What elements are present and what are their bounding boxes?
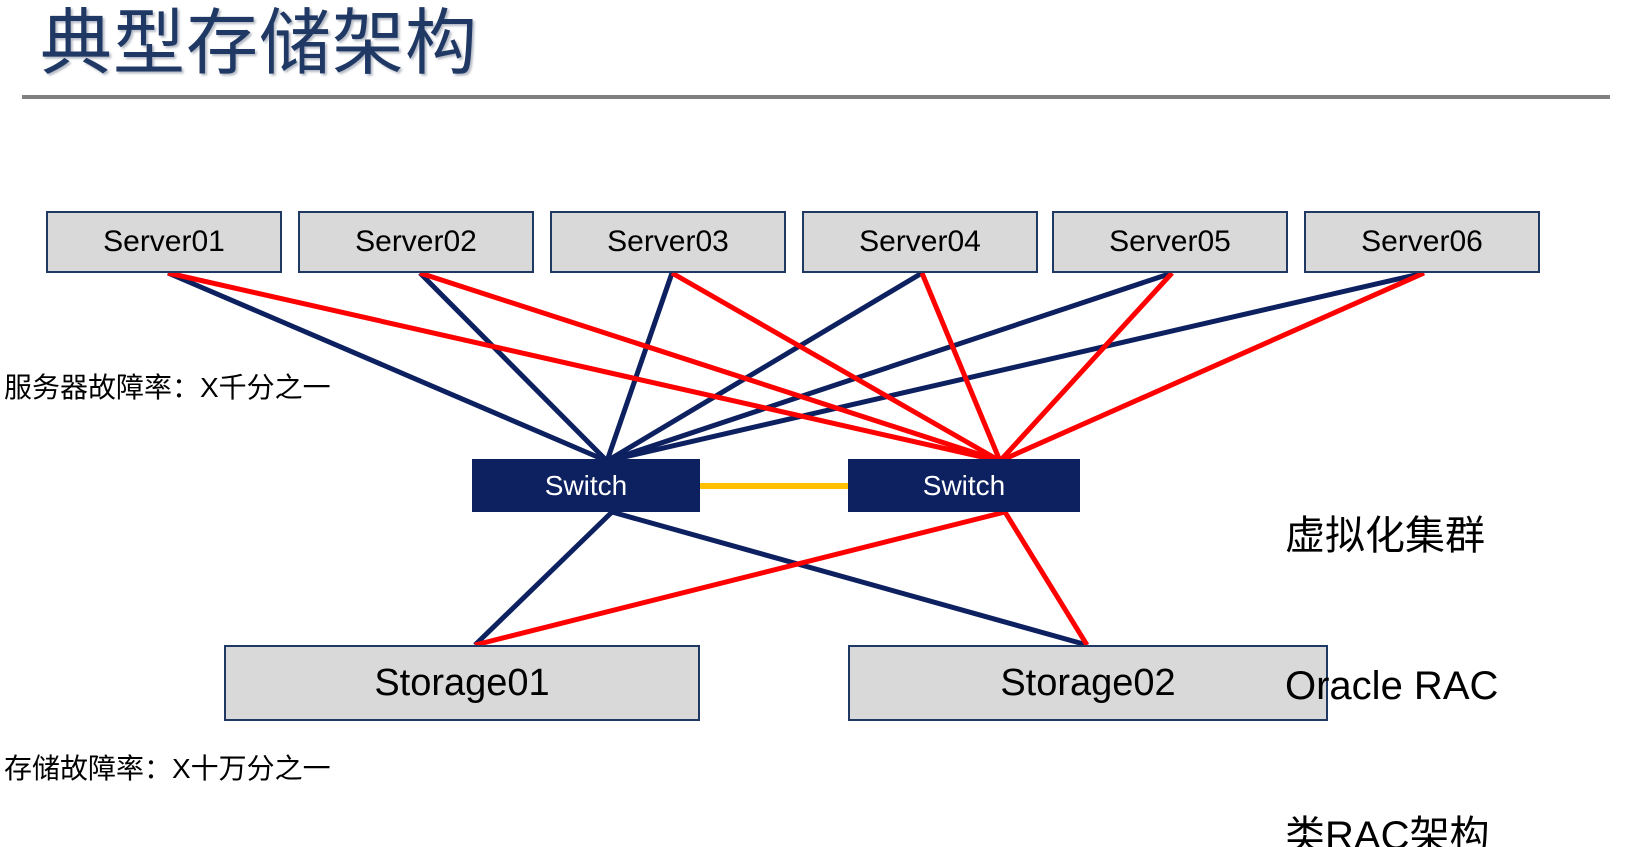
link-server-right-switch-2: [419, 270, 1001, 464]
link-left-switch-storage-2: [611, 509, 1088, 648]
link-server-left-switch-5: [606, 270, 1173, 464]
link-server-left-switch-4: [605, 270, 924, 464]
link-left-switch-storage-1: [473, 510, 614, 647]
switch-node-label: Switch: [544, 469, 628, 501]
switch-node-2[interactable]: Switch: [848, 459, 1080, 512]
link-server-right-switch-4: [919, 272, 1003, 462]
right-switch-to-storage-links: [474, 509, 1090, 648]
storage-node-1[interactable]: Storage01: [224, 645, 700, 721]
server-node-1[interactable]: Server01: [46, 211, 282, 273]
server-node-4[interactable]: Server04: [802, 211, 1038, 273]
storage-node-label: Storage01: [374, 661, 550, 704]
cluster-notes: 虚拟化集群 Oracle RAC 类RAC架构: [1285, 411, 1498, 847]
server-to-left-switch-links: [167, 270, 1425, 464]
title-divider: [22, 95, 1610, 99]
server-node-5[interactable]: Server05: [1052, 211, 1288, 273]
cluster-note-line: 虚拟化集群: [1285, 514, 1485, 558]
left-switch-to-storage-links: [473, 509, 1088, 648]
server-to-right-switch-links: [167, 270, 1426, 464]
switch-node-label: Switch: [922, 469, 1006, 501]
server-node-label: Server04: [859, 225, 981, 258]
storage-failure-rate-label: 存储故障率：X十万分之一: [4, 753, 331, 784]
link-right-switch-storage-2: [1002, 510, 1090, 647]
switch-node-1[interactable]: Switch: [472, 459, 700, 512]
link-server-left-switch-1: [167, 270, 608, 464]
link-server-right-switch-5: [998, 271, 1174, 463]
server-node-label: Server02: [355, 225, 477, 258]
server-node-6[interactable]: Server06: [1304, 211, 1540, 273]
link-server-left-switch-2: [418, 271, 609, 463]
storage-node-2[interactable]: Storage02: [848, 645, 1328, 721]
link-server-left-switch-3: [604, 272, 675, 462]
cluster-note-line: Oracle RAC: [1285, 664, 1499, 708]
server-node-label: Server01: [103, 225, 225, 258]
link-right-switch-storage-1: [474, 509, 1006, 648]
server-node-label: Server06: [1361, 225, 1483, 258]
server-node-3[interactable]: Server03: [550, 211, 786, 273]
server-failure-rate-label: 服务器故障率：X千分之一: [4, 372, 331, 403]
storage-node-label: Storage02: [1000, 661, 1176, 704]
server-node-label: Server05: [1109, 225, 1231, 258]
server-node-2[interactable]: Server02: [298, 211, 534, 273]
server-node-label: Server03: [607, 225, 729, 258]
link-server-right-switch-3: [670, 270, 1002, 464]
link-server-right-switch-1: [167, 270, 1001, 464]
page-title: 典型存储架构: [40, 4, 479, 84]
cluster-note-line: 类RAC架构: [1285, 814, 1490, 847]
